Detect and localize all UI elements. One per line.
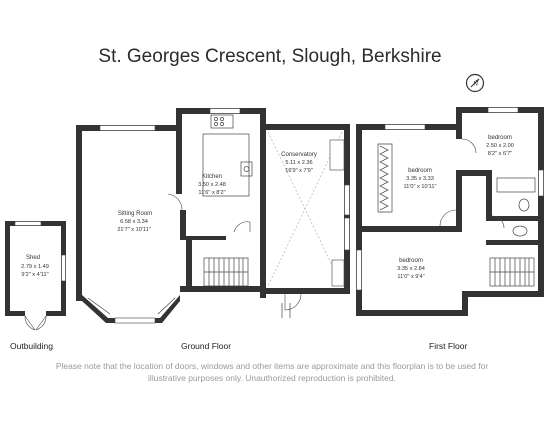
first-floor-plan [356, 107, 544, 316]
compass-letter: N [474, 82, 478, 88]
bedroom-2-metric: 2.50 x 2.00 [486, 143, 514, 149]
shed-name: Shed [26, 255, 40, 261]
first-floor-label: First Floor [429, 341, 467, 351]
disclaimer-line-1: Please note that the location of doors, … [56, 361, 489, 371]
sitting-room-metric: 6.58 x 3.34 [120, 219, 148, 225]
bedroom-1-name: bedroom [408, 168, 432, 174]
bedroom-1-imperial: 11'0" x 10'11" [404, 184, 437, 190]
outbuilding-label: Outbuilding [10, 341, 53, 351]
bedroom-3-name: bedroom [399, 258, 423, 264]
bedroom-2-imperial: 8'2" x 6'7" [488, 151, 512, 157]
conservatory-metric: 5.11 x 2.36 [285, 160, 312, 166]
conservatory-name: Conservatory [281, 152, 317, 158]
kitchen-imperial: 11'6" x 8'2" [198, 190, 225, 196]
conservatory-imperial: 16'9" x 7'9" [285, 168, 313, 174]
bedroom-1-metric: 3.35 x 3.33 [406, 176, 434, 182]
kitchen-name: Kitchen [202, 174, 222, 180]
shed-imperial: 9'2" x 4'11" [21, 272, 48, 278]
sitting-room-imperial: 21'7" x 10'11" [117, 227, 150, 233]
ground-floor-label: Ground Floor [181, 341, 231, 351]
floorplan-title: St. Georges Crescent, Slough, Berkshire [98, 46, 441, 67]
bedroom-2-name: bedroom [488, 135, 512, 141]
outbuilding-shed [5, 221, 66, 331]
bedroom-3-imperial: 11'0" x 9'4" [397, 274, 424, 280]
sitting-room-name: Sitting Room [118, 211, 152, 217]
ground-floor-plan [76, 108, 350, 324]
compass-icon: N [465, 73, 485, 93]
shed-metric: 2.79 x 1.49 [21, 264, 49, 270]
bedroom-3-metric: 3.35 x 2.84 [397, 266, 425, 272]
kitchen-metric: 3.50 x 2.48 [198, 182, 226, 188]
disclaimer-line-2: illustrative purposes only. Unauthorized… [148, 373, 396, 383]
